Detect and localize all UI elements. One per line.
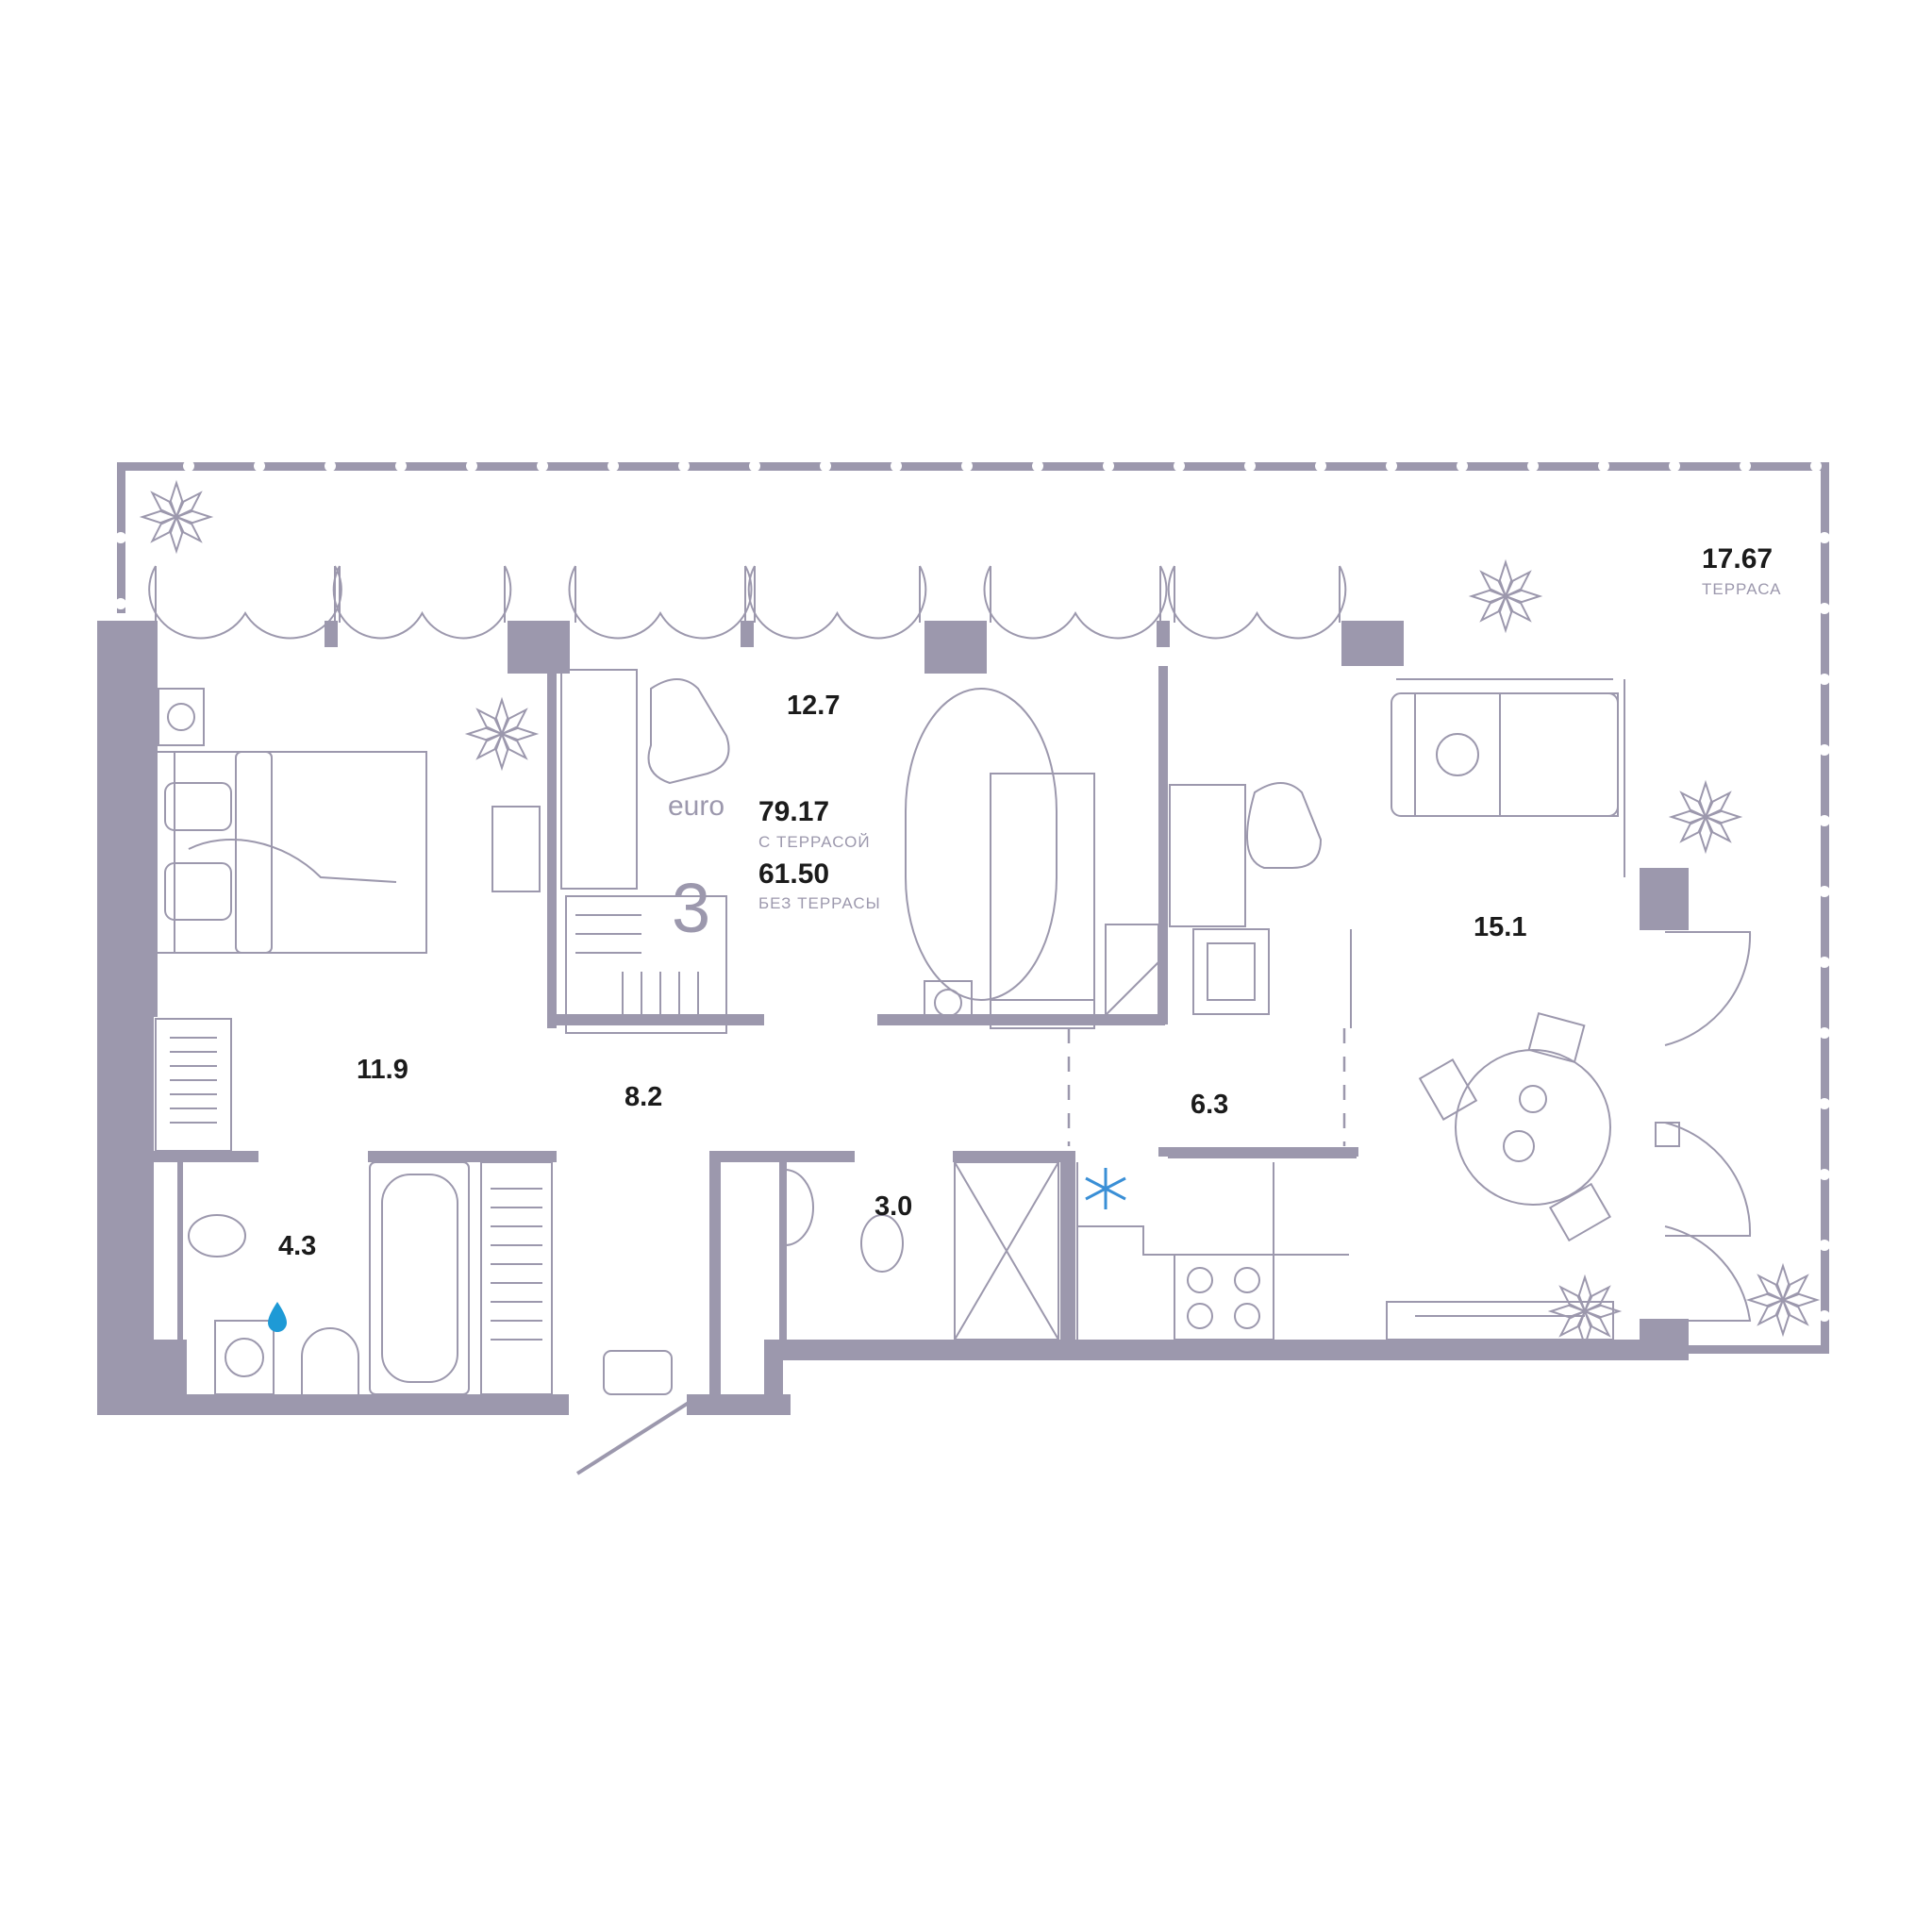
shafts: [1105, 924, 1159, 1016]
terrace-dots: [115, 460, 1830, 1322]
terrace-dot: [1819, 603, 1830, 614]
terrace-dot: [1819, 1027, 1830, 1039]
desk-icon: [491, 669, 1246, 1034]
terrace-dot: [1819, 532, 1830, 543]
terrace-dot: [1819, 1240, 1830, 1251]
terrace-dot: [1244, 460, 1256, 472]
terrace-dot: [1819, 1098, 1830, 1109]
dining-table-icon: [1418, 1011, 1612, 1242]
terrace-dot: [1740, 460, 1751, 472]
bed-2-icon: [905, 688, 1095, 1029]
room-area-bathroom: 4.3: [278, 1231, 316, 1261]
plant-icon: [1468, 558, 1543, 634]
sink-icon: [301, 1168, 814, 1394]
door-arc: [983, 565, 1168, 640]
terrace-dot: [254, 460, 265, 472]
plant-icon: [1547, 1274, 1623, 1349]
with-terrace-label: С ТЕРРАСОЙ: [758, 833, 871, 851]
door-arc: [332, 565, 512, 640]
room-area-hall: 8.2: [625, 1082, 662, 1112]
terrace-area: 17.67: [1702, 543, 1773, 575]
terrace-doors: [1655, 931, 1752, 1322]
radiator-icon: [155, 1018, 232, 1152]
stove-icon: [1076, 1162, 1349, 1341]
doormat: [575, 1350, 693, 1475]
terrace-dot: [1819, 1310, 1830, 1322]
bathtub-icon: [369, 1161, 553, 1395]
plant-icon: [464, 696, 540, 772]
washing-machine-2-icon: [214, 1320, 275, 1395]
terrace-dot: [1819, 957, 1830, 968]
walls: [97, 621, 1689, 1415]
terrace-dot: [1386, 460, 1397, 472]
terrace-dot: [1527, 460, 1539, 472]
layout-label: euro: [668, 791, 724, 822]
terrace-dot: [1174, 460, 1185, 472]
terrace-dot: [395, 460, 407, 472]
terrace-dot: [1810, 460, 1822, 472]
door-arc: [148, 565, 342, 640]
plant-icon: [1745, 1262, 1821, 1338]
plant-icon: [139, 479, 1821, 1349]
plant-icon: [1668, 779, 1743, 855]
terrace-dot: [1669, 460, 1680, 472]
terrace-outline: [115, 460, 1830, 1354]
sofa-icon: [1391, 678, 1625, 877]
terrace-dot: [1819, 886, 1830, 897]
terrace-dot: [678, 460, 690, 472]
bed-icon: [155, 751, 427, 954]
area-without-terrace: 61.50: [758, 858, 829, 890]
snowflake-icon: [1085, 1168, 1126, 1209]
terrace-dot: [749, 460, 760, 472]
terrace-dot: [115, 532, 126, 543]
terrace-dot: [1819, 815, 1830, 826]
water-drop-icon: [268, 1302, 287, 1332]
zone-dividers: [1067, 1028, 1346, 1146]
terrace-dot: [466, 460, 477, 472]
terrace-dot: [961, 460, 973, 472]
door-arc: [568, 565, 753, 640]
terrace-dot: [1819, 1169, 1830, 1180]
terrace-dot: [1819, 744, 1830, 756]
area-with-terrace: 79.17: [758, 796, 829, 827]
without-terrace-label: БЕЗ ТЕРРАСЫ: [758, 894, 881, 912]
shower-icon: [954, 1161, 1059, 1341]
terrace-dot: [1819, 674, 1830, 685]
rooms-count: 3: [672, 869, 710, 947]
plant-icon: [139, 479, 214, 555]
terrace-dot: [1032, 460, 1043, 472]
terrace-dot: [608, 460, 619, 472]
terrace-dot: [325, 460, 336, 472]
kitchen-sink-icon: [1192, 928, 1352, 1028]
terrace-dot: [820, 460, 831, 472]
tv-icon: [1386, 1301, 1614, 1341]
terrace-dot: [1103, 460, 1114, 472]
washing-machine-icon: [158, 688, 205, 746]
room-area-bedroom-2: 12.7: [787, 691, 840, 721]
toilet-icon: [188, 1214, 904, 1273]
terrace-dot: [891, 460, 902, 472]
terrace-dot: [537, 460, 548, 472]
room-area-living: 15.1: [1474, 912, 1526, 942]
terrace-dot: [1457, 460, 1468, 472]
terrace-dot: [115, 598, 126, 609]
door-arc: [747, 565, 927, 640]
terrace-label: ТЕРРАСА: [1702, 580, 1781, 598]
balcony-doors: [148, 565, 1347, 640]
terrace-dot: [1315, 460, 1326, 472]
room-area-wc: 3.0: [874, 1191, 912, 1222]
terrace-dot: [183, 460, 194, 472]
door-arc: [1167, 565, 1347, 640]
armchair-icon: [647, 678, 1323, 869]
room-area-bedroom: 11.9: [357, 1055, 408, 1085]
terrace-dot: [1598, 460, 1609, 472]
room-area-kitchen: 6.3: [1191, 1090, 1228, 1120]
